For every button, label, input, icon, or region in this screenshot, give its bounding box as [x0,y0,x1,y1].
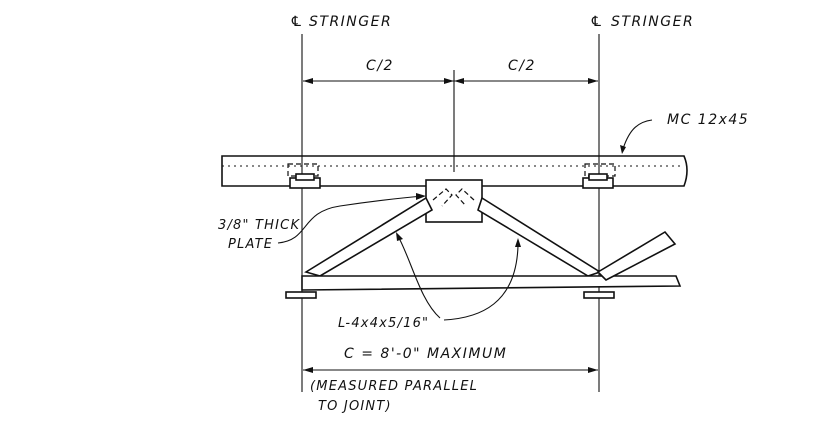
angle-callout: L-4x4x5/16" [338,232,521,331]
plate-callout: 3/8" THICK PLATE [218,193,426,252]
diagonal-angle-right [477,196,602,277]
stringer-right-text: STRINGER [611,14,694,30]
plate-label-line2: PLATE [228,237,273,252]
next-bay-diagonal [596,230,677,281]
plate-label-line1: 3/8" THICK [218,218,300,233]
stringer-right-label: ℄ STRINGER [590,14,694,30]
channel-leader [621,119,653,153]
centerline-symbol-left: ℄ [290,14,304,30]
bottom-chord-angle [301,275,682,291]
spacing-label: C = 8'-0" MAXIMUM [344,346,507,362]
measured-label-line1: (MEASURED PARALLEL [310,379,478,394]
half-span-right-label: C/2 [508,58,536,74]
channel-label: MC 12x45 [667,112,749,128]
centerline-symbol-right: ℄ [590,14,604,30]
gusset-plate [425,179,483,223]
stringer-left-label: ℄ STRINGER [290,14,392,30]
half-span-left-label: C/2 [366,58,394,74]
right-bottom-plate [583,291,615,299]
right-connection-clip [582,163,616,189]
diagonal-angle-left [304,196,434,277]
left-bottom-plate [285,291,317,299]
half-span-dimension: C/2 C/2 [303,58,598,84]
spacing-dimension: C = 8'-0" MAXIMUM (MEASURED PARALLEL TO … [303,346,598,414]
left-connection-clip [287,163,321,189]
angle-label: L-4x4x5/16" [338,316,429,331]
channel-beam [221,155,688,187]
stringer-left-text: STRINGER [309,14,392,30]
measured-label-line2: TO JOINT) [318,399,392,414]
